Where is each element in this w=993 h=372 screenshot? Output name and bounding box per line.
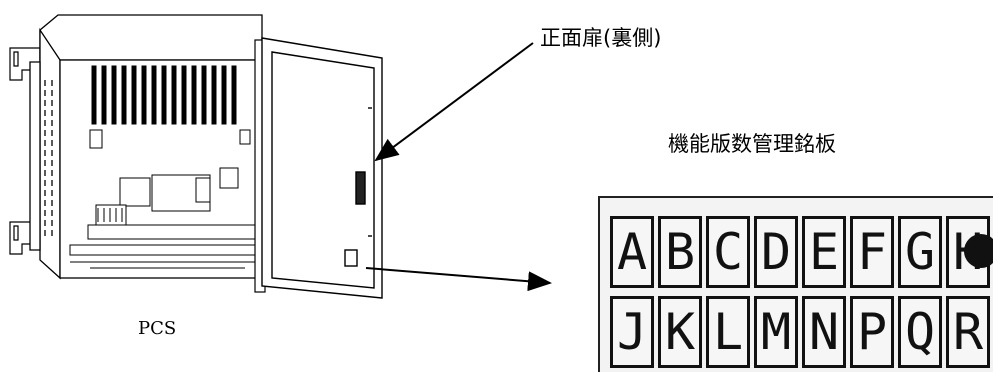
nameplate-cell-d: D <box>754 216 798 288</box>
nameplate-cell-p: P <box>850 296 894 368</box>
nameplate-cell-e: E <box>802 216 846 288</box>
nameplate-cell-f: F <box>850 216 894 288</box>
cabinet-body <box>29 14 263 280</box>
nameplate-cell-r: R <box>946 296 990 368</box>
nameplate-cell-l: L <box>706 296 750 368</box>
nameplate-pointer-arrow <box>365 267 552 292</box>
door-pointer-arrow <box>374 42 534 162</box>
door-label: 正面扉(裏側) <box>540 26 662 50</box>
nameplate-cell-a: A <box>610 216 654 288</box>
nameplate-cell-q: Q <box>898 296 942 368</box>
version-mark-dot <box>964 234 993 268</box>
ventilation-grille <box>91 65 237 125</box>
nameplate-cell-m: M <box>754 296 798 368</box>
nameplate-cell-c: C <box>706 216 750 288</box>
nameplate-title: 機能版数管理銘板 <box>668 132 836 156</box>
version-nameplate: ABCDEFGHJKLMNPQR <box>598 196 993 372</box>
nameplate-cell-j: J <box>610 296 654 368</box>
nameplate-cell-b: B <box>658 216 702 288</box>
front-door <box>261 37 383 299</box>
nameplate-cell-k: K <box>658 296 702 368</box>
internal-components <box>69 129 259 269</box>
device-label: PCS <box>138 318 177 339</box>
nameplate-cell-n: N <box>802 296 846 368</box>
nameplate-cell-g: G <box>898 216 942 288</box>
